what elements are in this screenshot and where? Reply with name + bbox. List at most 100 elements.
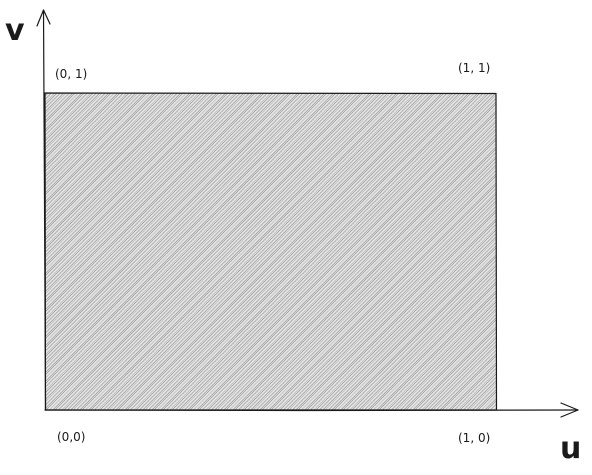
hatch-line: [45, 93, 340, 388]
hatch-line: [45, 93, 272, 320]
hatch-line: [115, 93, 434, 410]
hatch-line: [228, 142, 496, 410]
hatch-line: [376, 290, 496, 410]
hatch-line: [201, 115, 496, 410]
hatch-line: [102, 93, 421, 410]
hatch-line: [45, 93, 322, 370]
hatch-line: [300, 214, 496, 410]
hatch-line: [345, 259, 496, 410]
hatch-line: [405, 319, 496, 410]
hatch-line: [45, 93, 349, 397]
corner-label-top-left: (0, 1): [55, 67, 87, 81]
hatch-line: [421, 335, 496, 410]
hatch-line: [286, 200, 496, 410]
hatch-line: [135, 93, 454, 410]
hatch-line: [45, 93, 166, 214]
hatch-line: [142, 93, 461, 410]
hatch-line: [45, 93, 364, 410]
corner-label-bottom-right: (1, 0): [458, 431, 490, 445]
hatch-line: [45, 93, 157, 205]
hatch-line: [45, 93, 103, 151]
hatch-line: [45, 93, 139, 187]
hatch-line: [75, 93, 394, 410]
hatch-line: [430, 344, 496, 410]
hatch-line: [45, 93, 175, 223]
hatch-line: [351, 265, 496, 410]
hatch-line: [120, 93, 439, 410]
hatch-line: [349, 263, 496, 410]
hatch-line: [315, 229, 496, 410]
hatch-line: [45, 93, 358, 406]
hatch-line: [45, 93, 184, 232]
hatch-line: [45, 93, 200, 248]
hatch-line: [318, 232, 496, 410]
hatch-line: [45, 93, 317, 365]
hatch-line: [45, 93, 313, 361]
hatch-line: [297, 211, 496, 410]
hatch-line: [54, 93, 373, 410]
hatch-line: [309, 223, 496, 410]
hatch-line: [45, 93, 133, 181]
hatch-line: [45, 93, 331, 379]
hatch-line: [503, 88, 592, 415]
hatch-line: [0, 88, 42, 415]
hatch-line: [498, 88, 592, 415]
v-axis-line: [42, 9, 47, 411]
hatch-line: [207, 121, 496, 410]
hatch-line: [378, 292, 496, 410]
hatch-line: [237, 151, 496, 410]
hatch-line: [45, 93, 308, 356]
hatch-line: [45, 93, 245, 293]
hatch-line: [381, 295, 496, 410]
hatch-line: [45, 93, 47, 95]
hatch-line: [45, 93, 256, 304]
hatch-line: [189, 103, 496, 410]
hatch-line: [45, 93, 362, 410]
hatch-line: [63, 93, 382, 410]
hatch-line: [495, 409, 496, 410]
hatch-line: [45, 93, 137, 185]
hatch-line: [273, 187, 496, 410]
hatch-line: [45, 93, 310, 358]
hatch-line: [426, 340, 496, 410]
hatch-line: [493, 407, 496, 410]
hatch-line: [279, 193, 496, 410]
hatch-line: [171, 93, 490, 410]
hatch-line: [81, 93, 400, 410]
hatch-line: [45, 93, 196, 244]
v-axis-label: v: [5, 13, 25, 48]
hatch-line: [414, 328, 496, 410]
u-axis-label: u: [560, 431, 581, 466]
hatch-line: [255, 169, 496, 410]
hatch-line: [169, 93, 488, 410]
hatch-line: [385, 299, 496, 410]
hatch-line: [61, 93, 380, 410]
hatch-line: [129, 93, 448, 410]
hatch-line: [516, 88, 592, 415]
hatch-line: [288, 202, 496, 410]
hatch-line: [174, 93, 493, 410]
hatch-line: [45, 93, 353, 401]
hatch-line: [509, 88, 592, 415]
hatch-line: [45, 93, 290, 338]
hatch-line: [45, 93, 301, 349]
hatch-line: [313, 227, 496, 410]
corner-label-bottom-left: (0,0): [57, 430, 85, 444]
hatch-line: [45, 93, 299, 347]
hatch-line: [45, 93, 292, 340]
hatch-line: [45, 93, 205, 253]
hatch-line: [45, 93, 178, 226]
hatch-line: [291, 205, 496, 410]
hatch-line: [45, 93, 173, 221]
hatch-line: [219, 133, 496, 410]
hatch-line: [444, 358, 496, 410]
hatch-line: [435, 349, 496, 410]
hatch-line: [45, 93, 304, 352]
hatch-line: [57, 93, 376, 410]
hatch-line: [84, 93, 403, 410]
hatch-line: [360, 274, 496, 410]
hatch-line: [111, 93, 430, 410]
hatch-line: [0, 88, 35, 415]
hatch-line: [88, 93, 407, 410]
hatch-line: [144, 93, 463, 410]
